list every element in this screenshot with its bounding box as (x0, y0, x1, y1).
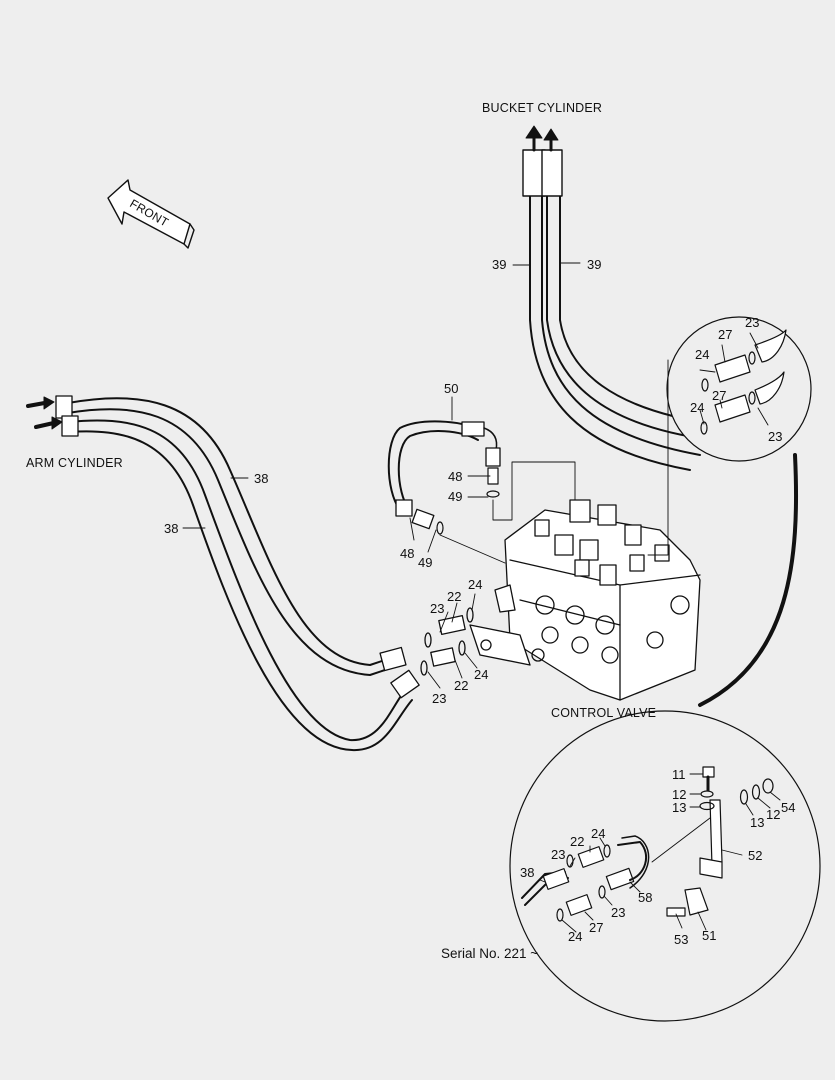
part-27: 27 (718, 327, 733, 342)
part-11: 11 (672, 767, 686, 782)
arm-hoses (26, 395, 420, 752)
part-39: 39 (587, 257, 602, 272)
part-23: 23 (432, 691, 447, 706)
part-38: 38 (254, 471, 269, 486)
leader-lines (182, 262, 781, 933)
part-13: 13 (750, 815, 765, 830)
part-39: 39 (492, 257, 507, 272)
part-49: 49 (418, 555, 433, 570)
part-50: 50 (444, 381, 459, 396)
part-52: 52 (748, 848, 763, 863)
part-48: 48 (448, 469, 463, 484)
front-arrow-icon (107, 179, 195, 249)
detail-circle-top (666, 316, 812, 462)
part-23: 23 (430, 601, 445, 616)
part-12: 12 (672, 787, 687, 802)
bucket-hoses (522, 125, 721, 471)
part-24: 24 (474, 667, 489, 682)
part-22: 22 (570, 834, 585, 849)
part-48: 48 (400, 546, 415, 561)
part-53: 53 (674, 932, 689, 947)
part-22: 22 (447, 589, 462, 604)
part-24: 24 (690, 400, 705, 415)
detail-link-curve (698, 453, 799, 707)
part-23: 23 (611, 905, 626, 920)
part-27: 27 (589, 920, 604, 935)
part-12: 12 (766, 807, 781, 822)
arm-cylinder-label: ARM CYLINDER (26, 456, 123, 470)
part-22: 22 (454, 678, 469, 693)
part-51: 51 (702, 928, 717, 943)
part-54: 54 (781, 800, 796, 815)
serial-number-label: Serial No. 221 ~ (441, 946, 539, 961)
part-58: 58 (638, 890, 653, 905)
detail-circle-bottom (509, 710, 821, 1022)
part-49: 49 (448, 489, 463, 504)
hose-50 (387, 420, 501, 535)
part-23: 23 (745, 315, 760, 330)
part-24: 24 (695, 347, 710, 362)
part-23: 23 (551, 847, 566, 862)
control-valve-label: CONTROL VALVE (551, 706, 657, 720)
part-23: 23 (768, 429, 783, 444)
part-38: 38 (520, 865, 535, 880)
part-13: 13 (672, 800, 687, 815)
control-valve (420, 499, 701, 701)
part-27: 27 (712, 388, 727, 403)
part-24: 24 (591, 826, 606, 841)
bucket-cylinder-label: BUCKET CYLINDER (482, 101, 603, 115)
part-24: 24 (568, 929, 583, 944)
part-24: 24 (468, 577, 483, 592)
part-38: 38 (164, 521, 179, 536)
